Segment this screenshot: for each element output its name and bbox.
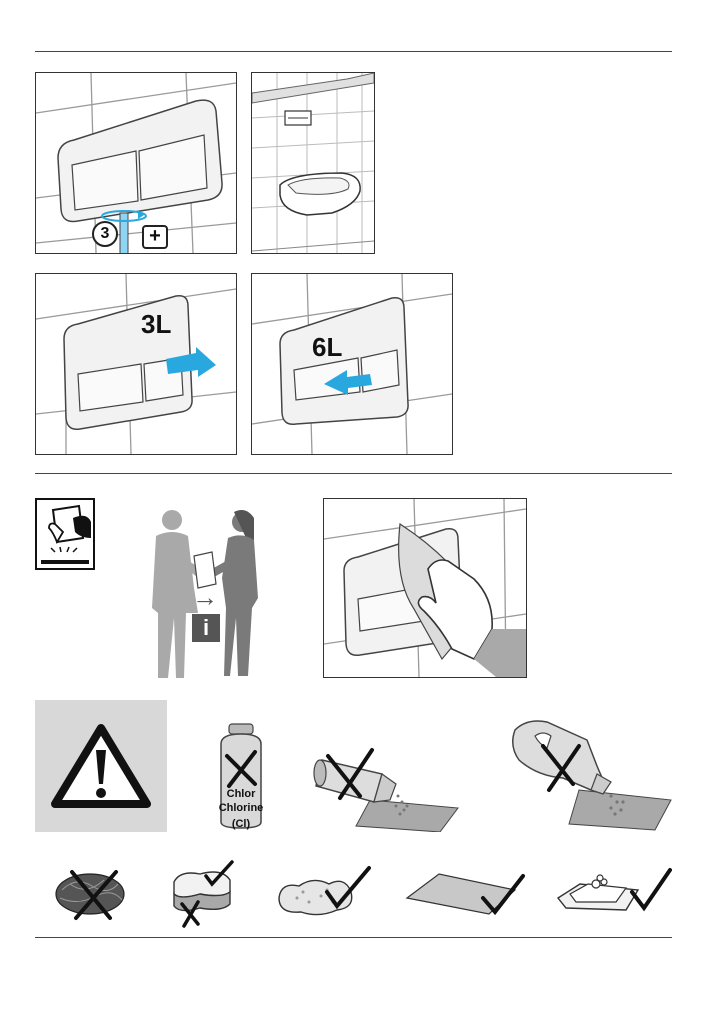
check-icon bbox=[325, 866, 371, 910]
chlorine-label-line1: Chlor bbox=[226, 788, 256, 800]
chlorine-label-line2: Chlorine bbox=[218, 802, 264, 814]
toilet-room-panel bbox=[251, 72, 375, 254]
top-divider bbox=[35, 51, 672, 52]
steel-wool-icon bbox=[52, 866, 130, 922]
cross-icon bbox=[180, 900, 200, 928]
middle-divider bbox=[35, 473, 672, 474]
info-icon: i bbox=[192, 614, 220, 642]
flush-volume-large-label: 6L bbox=[312, 332, 343, 362]
cross-icon bbox=[326, 748, 374, 800]
flush-small-illustration bbox=[36, 274, 236, 454]
cloth-cleaning-illustration bbox=[324, 499, 526, 677]
sponge-two-sided-icon bbox=[170, 858, 236, 930]
flush-large-panel: 6L bbox=[251, 273, 453, 455]
warning-triangle-icon bbox=[51, 724, 151, 808]
bottom-divider bbox=[35, 937, 672, 938]
cross-icon bbox=[225, 750, 257, 788]
cross-icon bbox=[541, 744, 581, 792]
flush-volume-small-label: 3L bbox=[141, 309, 172, 339]
plus-icon: + bbox=[142, 225, 168, 249]
handover-arrow-icon: → bbox=[192, 582, 218, 612]
liquid-cleaner-icon bbox=[507, 716, 673, 832]
chlorine-label-line3: (Cl) bbox=[231, 818, 251, 830]
warning-panel bbox=[35, 700, 167, 832]
install-panel: 3 + bbox=[35, 72, 237, 254]
soft-sponge-icon bbox=[275, 862, 371, 922]
cloth-cleaning-panel bbox=[323, 498, 527, 678]
cross-icon bbox=[70, 870, 118, 920]
step-number-badge: 3 bbox=[92, 221, 118, 247]
flush-small-panel: 3L bbox=[35, 273, 237, 455]
check-icon bbox=[204, 860, 234, 887]
read-manual-icon bbox=[35, 498, 95, 570]
flush-large-illustration bbox=[252, 274, 452, 454]
soap-dish-icon bbox=[556, 864, 672, 920]
check-icon bbox=[630, 868, 672, 912]
powder-cleaner-icon bbox=[312, 740, 460, 832]
cleaning-cloth-icon bbox=[405, 868, 525, 918]
chlorine-can-icon bbox=[215, 722, 267, 830]
wall-toilet-illustration bbox=[252, 73, 374, 253]
check-icon bbox=[481, 874, 525, 916]
handover-illustration: → i bbox=[150, 508, 270, 680]
install-illustration bbox=[36, 73, 236, 253]
